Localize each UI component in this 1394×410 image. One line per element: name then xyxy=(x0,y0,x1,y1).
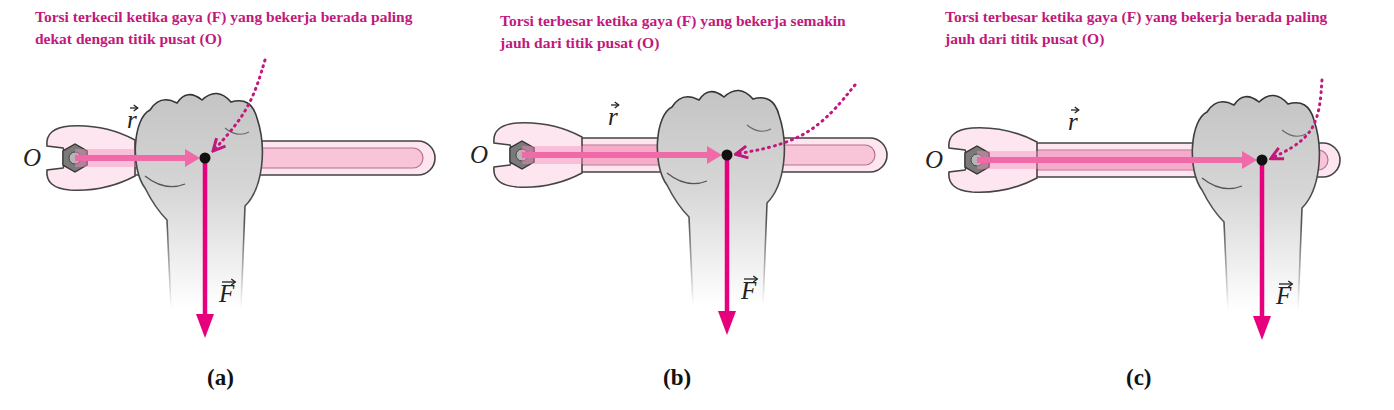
panel-caption: (b) xyxy=(663,365,691,390)
vector-label: F xyxy=(219,280,234,308)
panel-caption: (a) xyxy=(207,365,234,390)
vector-label: r xyxy=(608,103,618,131)
force-vector xyxy=(1260,160,1265,322)
force-point xyxy=(1257,155,1268,166)
vector-label: F xyxy=(741,277,756,305)
vector-accent xyxy=(1279,283,1292,284)
thumb-line xyxy=(667,173,707,184)
vector-accent-head xyxy=(1288,281,1292,287)
vector-label: r xyxy=(1068,108,1078,136)
r-vector-head xyxy=(1242,151,1257,169)
thumb-line xyxy=(145,176,185,187)
annotation: Torsi terkecil ketika gaya (F) yang beke… xyxy=(35,6,425,51)
vector-accent xyxy=(1071,109,1079,110)
pivot-label: O xyxy=(23,144,41,172)
vector-accent-head xyxy=(231,279,235,285)
r-vector-head xyxy=(185,149,200,167)
vector-accent-head xyxy=(615,102,619,108)
force-vector-head xyxy=(196,314,214,338)
callout-curve xyxy=(214,60,265,150)
wrench-panel xyxy=(47,60,435,338)
r-vector xyxy=(75,155,189,161)
fist xyxy=(1192,95,1319,310)
fist xyxy=(657,90,784,305)
callout-curve xyxy=(737,85,855,154)
vector-label: r xyxy=(127,106,137,134)
finger-line xyxy=(1282,130,1306,136)
r-vector-head xyxy=(707,146,722,164)
vector-accent-head xyxy=(134,105,138,111)
wrench-panel xyxy=(494,85,887,335)
vector-accent xyxy=(222,281,235,282)
vector-label: F xyxy=(1276,282,1291,310)
annotation: Torsi terbesar ketika gaya (F) yang beke… xyxy=(945,6,1340,51)
finger-line xyxy=(225,128,249,134)
vector-accent xyxy=(744,278,757,279)
vector-accent xyxy=(611,104,619,105)
vector-accent-head xyxy=(1075,107,1079,113)
r-vector xyxy=(977,157,1246,163)
force-vector xyxy=(203,158,208,320)
vector-accent-head xyxy=(753,276,757,282)
r-vector xyxy=(522,152,711,158)
pivot-label: O xyxy=(470,141,488,169)
vector-accent xyxy=(130,107,138,108)
annotation: Torsi terbesar ketika gaya (F) yang beke… xyxy=(500,10,870,55)
thumb-line xyxy=(1202,178,1242,189)
force-vector-head xyxy=(1253,316,1271,340)
callout-curve xyxy=(1272,80,1322,158)
panel-caption: (c) xyxy=(1126,365,1152,390)
force-vector xyxy=(725,155,730,317)
force-point xyxy=(722,150,733,161)
pivot-label: O xyxy=(925,146,943,174)
force-vector-head xyxy=(718,311,736,335)
force-point xyxy=(200,153,211,164)
fist xyxy=(135,93,262,308)
wrench-panel xyxy=(949,80,1340,340)
finger-line xyxy=(747,125,771,131)
